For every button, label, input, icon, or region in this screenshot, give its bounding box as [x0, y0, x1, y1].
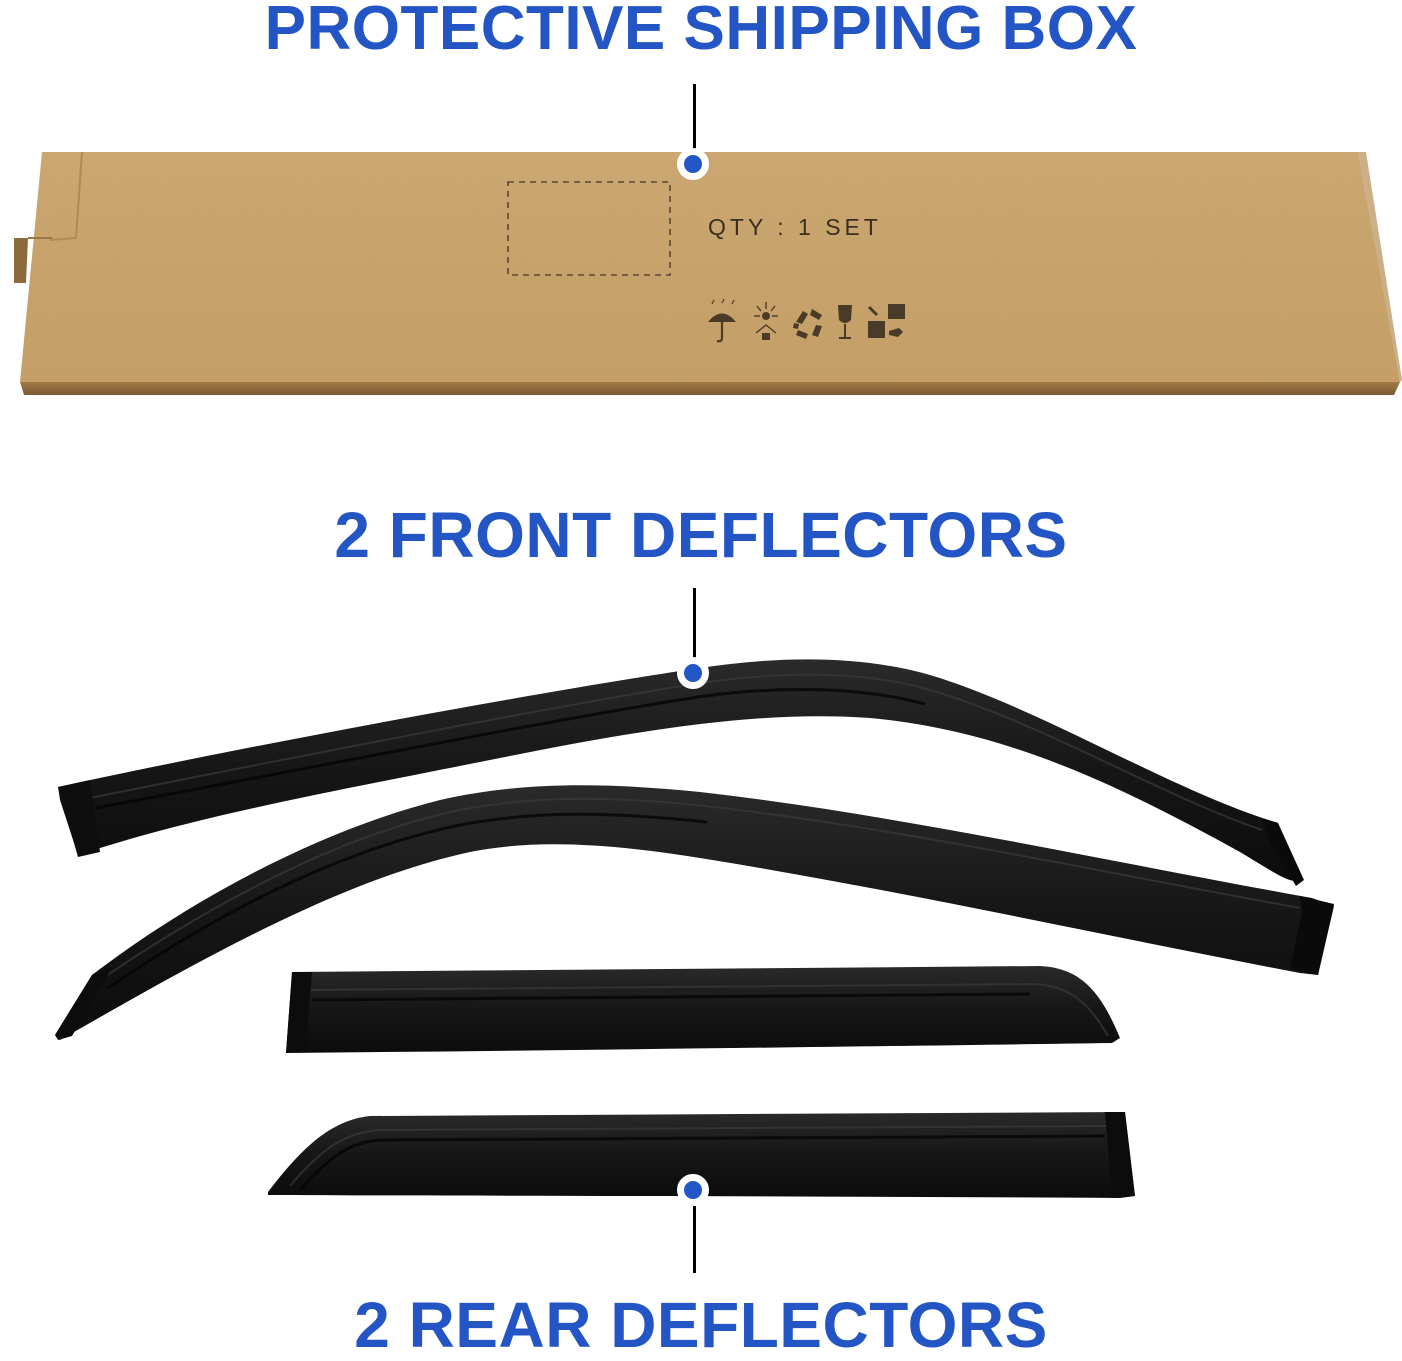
front-deflector-1 [58, 659, 1304, 886]
handling-icons [708, 298, 905, 343]
front-deflectors-heading: 2 FRONT DEFLECTORS [334, 499, 1068, 571]
box-heading: PROTECTIVE SHIPPING BOX [264, 0, 1138, 63]
shipping-box: QTY : 1 SET [14, 151, 1402, 395]
rear-marker-dot [677, 1174, 709, 1206]
rear-deflector-1 [286, 966, 1120, 1053]
rear-connector-line [693, 1206, 696, 1273]
front-marker-dot [677, 657, 709, 689]
front-connector-line [693, 588, 696, 660]
keep-away-from-sun-icon [754, 302, 778, 340]
fragile-glass-icon [838, 305, 852, 339]
keep-dry-umbrella-icon [708, 298, 736, 343]
box-marker-dot [677, 148, 709, 180]
rear-deflectors-heading: 2 REAR DEFLECTORS [354, 1289, 1048, 1361]
front-deflector-2 [55, 785, 1334, 1040]
label-area [507, 181, 671, 276]
qty-text: QTY : 1 SET [708, 214, 882, 240]
rear-deflector-2 [268, 1112, 1135, 1198]
recycle-icon [793, 309, 822, 339]
handling-squares-icon [868, 304, 905, 338]
box-connector-line [693, 84, 696, 154]
